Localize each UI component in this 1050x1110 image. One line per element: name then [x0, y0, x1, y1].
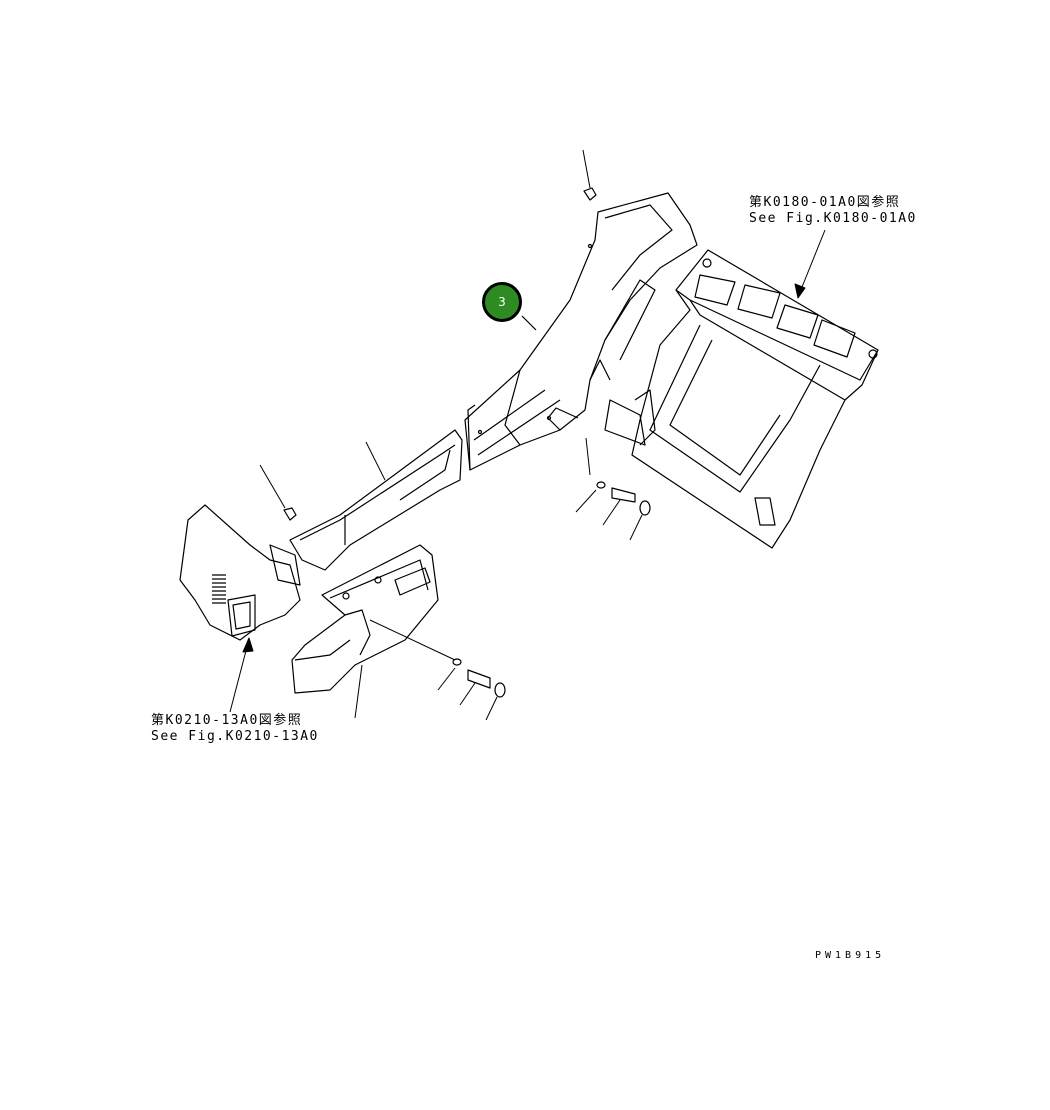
lower-trim-part — [289, 429, 463, 571]
reference-note-left: 第K0210-13A0図参照 See Fig.K0210-13A0 — [151, 713, 319, 745]
drawing-id: PW1B915 — [815, 950, 886, 961]
reference-note-top: 第K0180-01A0図参照 See Fig.K0180-01A0 — [749, 195, 917, 227]
side-cover-part — [179, 504, 301, 641]
part-callout-badge[interactable]: 3 — [482, 282, 522, 322]
reference-left-jp: 第K0210-13A0図参照 — [151, 713, 303, 728]
fasteners — [283, 187, 651, 698]
pillar-trim-part — [464, 192, 698, 471]
reference-top-en: See Fig.K0180-01A0 — [749, 211, 917, 226]
step-cover-part — [291, 544, 439, 694]
reference-top-jp: 第K0180-01A0図参照 — [749, 195, 901, 210]
reference-left-en: See Fig.K0210-13A0 — [151, 729, 319, 744]
part-callout-number: 3 — [498, 295, 506, 309]
leader-lines — [229, 149, 826, 721]
rear-panel-part — [604, 249, 879, 549]
